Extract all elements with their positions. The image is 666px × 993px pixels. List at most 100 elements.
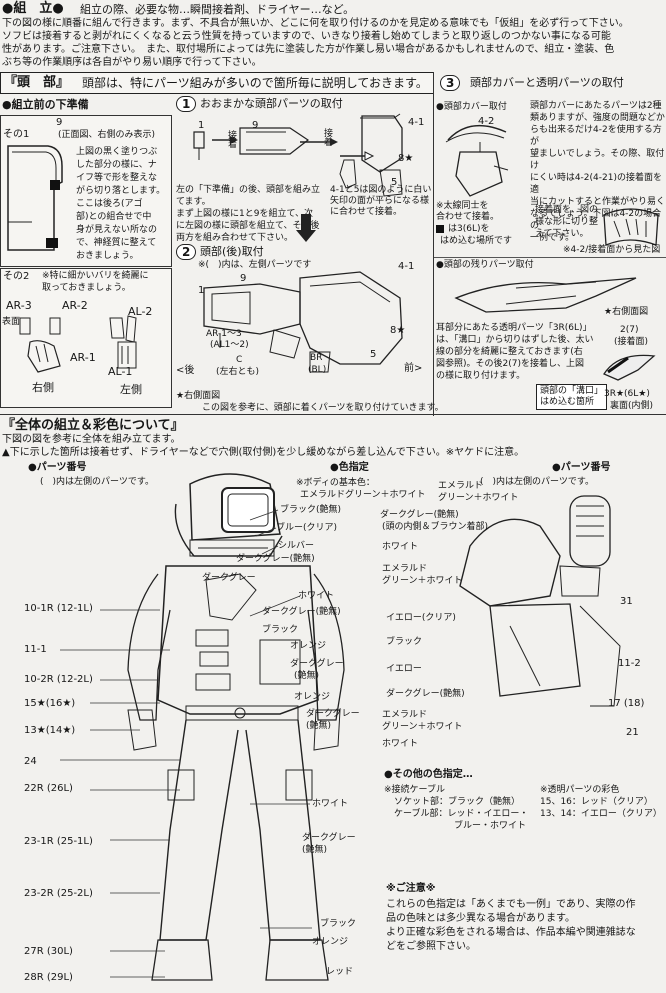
legend-parts-note: ( )内は左側のパーツです。 xyxy=(40,477,154,487)
rcolor-11: エメラルド xyxy=(382,710,428,720)
part-num-0: 10-1R (12-1L) xyxy=(24,603,93,614)
other-clear1: 15、16：レッド（クリア） xyxy=(540,797,653,807)
prep-sono1-text-4: ここは後ろ(アゴ xyxy=(76,199,143,209)
step1-desc-3: に左図の様に頭部を組立て、その後 xyxy=(176,221,320,231)
prep-sono1-text-2: イフ等で形を整えな xyxy=(76,173,158,183)
prep-sono1-text-0: 上図の黒く塗りつぶ xyxy=(76,147,158,157)
right-parts-note: ( )内は左側のパーツです。 xyxy=(480,477,594,487)
prep-left: 左側 xyxy=(120,383,142,396)
step3-part: 4-2 xyxy=(478,116,495,127)
caution-title: ※ご注意※ xyxy=(386,883,436,894)
rpart-3: 21 xyxy=(626,727,639,738)
rcolor-9: イエロー xyxy=(386,664,422,674)
step3-remaining: ●頭部の残りパーツ取付 xyxy=(436,260,534,270)
step3-cut: は3(6L)を xyxy=(448,224,490,234)
color-8: オレンジ xyxy=(290,641,327,651)
prep-sono1-text-5: 部)との組合せで中 xyxy=(76,212,152,222)
rcolor-2: ダークグレー(艶無) xyxy=(380,510,459,520)
right-parts-label: ●パーツ番号 xyxy=(552,462,611,473)
caution-line-3: どをご参照下さい。 xyxy=(386,941,476,952)
prep-box-2 xyxy=(0,268,172,408)
color-6: ダークグレー(艶無) xyxy=(262,607,341,617)
prep-sono1-text-3: がら切り落とします。 xyxy=(76,186,166,196)
color-18: オレンジ xyxy=(312,937,349,947)
step3-panel xyxy=(433,72,666,416)
prep-label-ar2: AR-2 xyxy=(62,299,88,312)
assembly-needed: 組立の際、必要な物…瞬間接着剤、ドライヤー…など。 xyxy=(80,3,355,16)
prep-sono1-sub: (正面図、右側のみ表示) xyxy=(58,130,156,140)
legend-body-base: ※ボディの基本色： xyxy=(296,478,375,488)
color-10: (艶無) xyxy=(294,671,320,681)
rpart-1: 11-2 xyxy=(618,658,641,669)
step2-drawing xyxy=(190,268,430,378)
legend-color: ●色指定 xyxy=(330,462,369,473)
color-1: ブルー(クリア) xyxy=(276,523,338,533)
step3-ear-2: 線の部分を綺麗に整えておきます(右 xyxy=(436,347,583,357)
prep-sono1-num: 9 xyxy=(56,117,63,128)
other-clear2: 13、14：イエロー（クリア） xyxy=(540,809,662,819)
prep-label-ar1: AR-1 xyxy=(70,351,96,364)
caution-line-1: 品の色味とは多少異なる場合があります。 xyxy=(386,913,575,924)
step3-cover-label: ●頭部カバー取付 xyxy=(436,102,507,112)
part-num-3: 15★(16★) xyxy=(24,698,76,709)
prep-sono2: その2 xyxy=(3,271,30,282)
part-num-6: 22R (26L) xyxy=(24,783,73,794)
step2-label-8: 8★ xyxy=(390,325,406,336)
assembly-line-1: 下の図の様に順番に組んで行きます。まず、不具合が無いか、どこに何を取り付けるのか… xyxy=(2,18,629,29)
step3-desc-4: にくい時は4-2(4-21)の接着面を適 xyxy=(530,173,662,195)
step1-note-0: 4-1と5は図のように白い xyxy=(330,185,432,195)
color-11: オレンジ xyxy=(294,692,331,702)
step3-ear-box-1: はめ込む箇所 xyxy=(540,397,595,407)
assembly-title: ●組 立● xyxy=(2,1,64,16)
whole-warn: ▲下に示した箇所は接着せず、ドライヤーなどで穴側(取付側)を少し緩めながら差し込… xyxy=(2,447,525,458)
part-num-2: 10-2R (12-2L) xyxy=(24,674,93,685)
step3-ear-3: 図参照)。その後2(7)を接着し、上図 xyxy=(436,359,584,369)
prep-label-al2: AL-2 xyxy=(128,305,153,318)
step3-cutnote-1: 様な形に切り整 xyxy=(535,217,599,227)
prep-sono1-text-1: した部分の様に、ナ xyxy=(76,160,157,170)
rcolor-4: ホワイト xyxy=(382,542,419,552)
hand-parts-drawing xyxy=(10,312,160,382)
step3-desc-1: 類ありますが、強度の問題などか xyxy=(530,113,665,123)
step3-ear-1: は、「溝口」から切りはずした後、太い xyxy=(436,335,594,345)
step1-note-2: に合わせて接着。 xyxy=(330,207,403,217)
step1-label-8: 8★ xyxy=(398,153,414,164)
whole-title: 『全体の組立＆彩色について』 xyxy=(2,418,184,433)
step3-ear-label-3: 裏面(内側) xyxy=(610,401,654,411)
step2-label-c: C xyxy=(236,355,243,365)
step1-label-9: 9 xyxy=(252,120,259,131)
rcolor-3: (頭の内側＆ブラウン着部) xyxy=(382,522,489,532)
whole-sub: 下図の図を参考に全体を組み立てます。 xyxy=(2,434,181,445)
step3-cut2: はめ込む場所です xyxy=(440,236,513,246)
step2-label-c-sub: (左右とも) xyxy=(216,367,260,377)
step3-desc-3: 望ましいでしょう。その際、取付け xyxy=(530,149,665,171)
step3-cutnote-0: 接着面を、図の xyxy=(535,205,599,215)
step3-side-drawing xyxy=(446,274,656,318)
prep-right: 右側 xyxy=(32,381,54,394)
rpart-0: 31 xyxy=(620,596,633,607)
rcolor-5: エメラルド xyxy=(382,564,428,574)
step3-desc-0: 頭部カバーにあたるパーツは2種 xyxy=(530,101,662,111)
head-front-drawing xyxy=(2,142,72,260)
cut-marker-icon xyxy=(436,225,444,233)
step3-cutnote-2: えて下さい。 xyxy=(535,229,589,239)
other-cable: ※接続ケーブル xyxy=(384,785,446,795)
step2-label-1: 1 xyxy=(198,285,205,296)
step3-desc-7: 一例です。 xyxy=(530,233,575,243)
caution-line-0: これらの色指定は「あくまでも一例」であり、実際の作 xyxy=(386,899,636,910)
color-0: ブラック(艶無) xyxy=(280,505,342,515)
step1-title: おおまかな頭部パーツの取付 xyxy=(200,97,343,110)
assembly-line-4: ぶち等の作業順序は各自がやり易い順序で行って下さい。 xyxy=(2,57,262,68)
leader-lines xyxy=(0,460,666,993)
step1-desc-1: てます。 xyxy=(176,197,211,207)
cut-shape-drawing xyxy=(600,205,662,253)
rcolor-10: ダークグレー(艶無) xyxy=(386,689,465,699)
down-arrow-icon xyxy=(296,214,316,242)
prep-omote: 表面 xyxy=(2,317,21,327)
step3-ear-box: 頭部の「溝口」 はめ込む箇所 xyxy=(536,384,608,410)
step2-note: ※( )内は、左側パーツです xyxy=(198,260,312,270)
step2-title: 頭部(後)取付 xyxy=(200,245,264,258)
step1-desc-0: 左の「下準備」の後、頭部を組み立 xyxy=(176,185,321,195)
step1-drawing xyxy=(180,110,428,200)
prep-sono1-text-8: おきましょう。 xyxy=(76,251,139,261)
